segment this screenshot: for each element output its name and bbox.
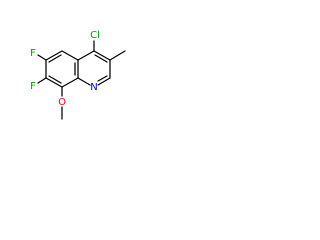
bond-c8-c8a <box>61 77 79 88</box>
quinoline-structure-diagram: Cl F F N O <box>30 30 126 120</box>
fluorine-bottom-label: F <box>30 81 36 92</box>
bond-c7-c8 <box>45 77 63 88</box>
bond-double-c4-c3 <box>94 54 108 63</box>
chlorine-label: Cl <box>90 30 100 41</box>
bond-c3-methyl <box>109 50 126 61</box>
bond-c7-f <box>37 77 47 84</box>
bond-c4a-c5 <box>61 50 79 61</box>
oxygen-label: O <box>58 97 66 108</box>
bond-n1-c8a <box>77 77 91 86</box>
bond-c6-f <box>37 54 47 61</box>
bond-c5-c6 <box>45 50 63 61</box>
bond-c4-c3 <box>93 50 111 61</box>
bond-double-c7-c8 <box>48 75 62 84</box>
bond-c2-n1 <box>97 77 111 86</box>
fluorine-top-label: F <box>30 48 36 59</box>
bond-double-c2-n1 <box>97 75 108 82</box>
bond-c4a-c4 <box>77 50 95 61</box>
nitrogen-label: N <box>90 82 97 93</box>
bond-double-c5-c6 <box>48 54 62 63</box>
